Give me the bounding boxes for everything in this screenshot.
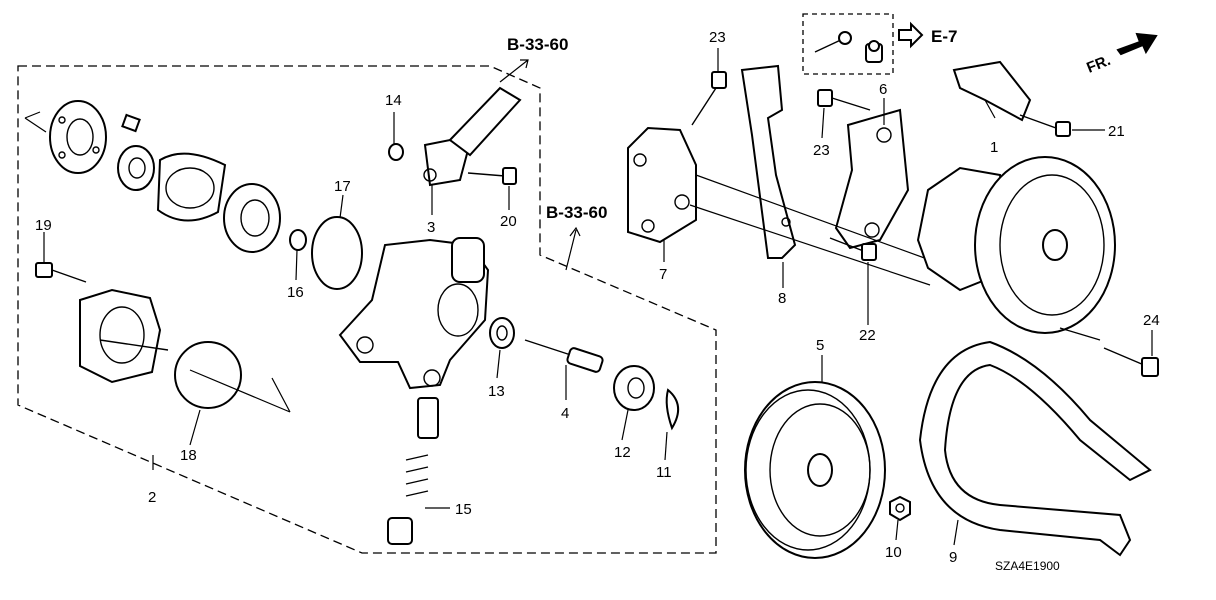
bolt-23-mid xyxy=(817,89,871,111)
callout-23-top[interactable]: 23 xyxy=(709,29,726,46)
o-ring-18 xyxy=(174,341,242,409)
callout-12[interactable]: 12 xyxy=(614,444,631,461)
bracket-6 xyxy=(834,108,910,250)
callout-13[interactable]: 13 xyxy=(488,383,505,400)
bolt-24 xyxy=(1103,347,1159,377)
o-ring-17 xyxy=(311,216,363,290)
seal-13 xyxy=(489,317,515,349)
bearing-12 xyxy=(613,365,655,411)
b3360-reference-top[interactable]: B-33-60 xyxy=(507,35,568,54)
assembled-pump xyxy=(916,156,1116,334)
e7-reference[interactable]: E-7 xyxy=(931,27,957,46)
bolt-19 xyxy=(35,262,87,283)
side-plate-part xyxy=(49,100,107,174)
callout-8[interactable]: 8 xyxy=(778,290,786,307)
front-direction-indicator: FR. xyxy=(1084,32,1158,77)
callout-3[interactable]: 3 xyxy=(427,219,435,236)
callout-23-mid[interactable]: 23 xyxy=(813,142,830,159)
leader-lines xyxy=(43,48,1153,546)
o-ring-14 xyxy=(388,143,404,161)
flow-control-valve xyxy=(387,397,439,545)
bolt-23-top xyxy=(691,71,727,126)
circlip-11 xyxy=(665,388,679,431)
callout-21[interactable]: 21 xyxy=(1108,123,1125,140)
vane-part xyxy=(121,113,141,133)
e7-arrow-icon xyxy=(898,21,924,49)
callout-11[interactable]: 11 xyxy=(656,464,672,481)
e7-detail-bolt xyxy=(814,31,883,63)
callout-16[interactable]: 16 xyxy=(287,284,304,301)
callout-9[interactable]: 9 xyxy=(949,549,957,566)
pulley-5 xyxy=(744,381,886,559)
nut-10 xyxy=(889,495,911,522)
pump-assembly-boundary xyxy=(17,65,717,554)
bracket-1 xyxy=(952,60,1032,122)
callout-24[interactable]: 24 xyxy=(1143,312,1160,329)
cam-ring-part xyxy=(156,152,227,222)
callout-20[interactable]: 20 xyxy=(500,213,517,230)
callout-14[interactable]: 14 xyxy=(385,92,402,109)
pump-body-part xyxy=(338,237,490,390)
callout-10[interactable]: 10 xyxy=(885,544,902,561)
callout-22[interactable]: 22 xyxy=(859,327,876,344)
callout-17[interactable]: 17 xyxy=(334,178,351,195)
bracket-7 xyxy=(627,126,697,244)
callout-1[interactable]: 1 xyxy=(990,139,998,156)
diagram-code: SZA4E1900 xyxy=(995,559,1060,573)
o-ring-16 xyxy=(289,229,307,251)
fr-arrow-icon xyxy=(1116,32,1158,56)
callout-7[interactable]: 7 xyxy=(659,266,667,283)
e7-detail-box xyxy=(802,13,894,75)
callout-5[interactable]: 5 xyxy=(816,337,824,354)
shaft-4 xyxy=(524,339,604,373)
rotor-part xyxy=(117,145,155,191)
b3360-reference-mid[interactable]: B-33-60 xyxy=(546,203,607,222)
bolt-20 xyxy=(467,167,517,185)
callout-6[interactable]: 6 xyxy=(879,81,887,98)
b3360-mid-arrow-icon xyxy=(565,226,581,271)
callout-2[interactable]: 2 xyxy=(148,489,156,506)
callout-18[interactable]: 18 xyxy=(180,447,197,464)
callout-15[interactable]: 15 xyxy=(455,501,472,518)
callout-4[interactable]: 4 xyxy=(561,405,569,422)
bolt-22 xyxy=(829,237,877,261)
b3360-top-arrow-icon xyxy=(499,59,529,83)
pressure-plate-part xyxy=(223,183,281,253)
suction-joint-part xyxy=(423,86,522,187)
rear-cover-part xyxy=(79,288,169,384)
drive-belt-9 xyxy=(918,340,1152,557)
bolt-21 xyxy=(1019,114,1071,137)
bracket-8 xyxy=(740,64,797,259)
callout-19[interactable]: 19 xyxy=(35,217,52,234)
fr-label: FR. xyxy=(1084,52,1113,77)
